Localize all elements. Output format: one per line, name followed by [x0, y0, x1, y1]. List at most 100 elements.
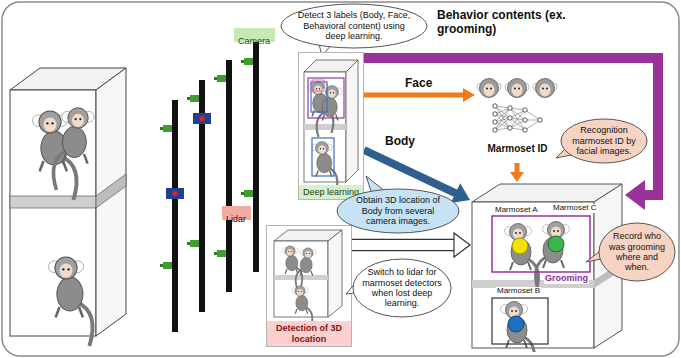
cage-image — [492, 216, 590, 272]
cage-image — [311, 82, 327, 112]
camera-symbol — [241, 192, 244, 195]
camera-symbol — [163, 125, 172, 132]
face-network-image — [546, 88, 548, 90]
cage-image — [505, 224, 539, 293]
camera-symbol — [214, 77, 217, 80]
image-panel: Detection of 3D location — [266, 225, 352, 347]
behavior-arrow-shaft — [364, 58, 658, 195]
body-arrow-shaft — [364, 150, 456, 194]
marmoset-label: Marmoset C — [552, 204, 598, 213]
callout-text: Detect 3 labels (Body, Face, Behavioral … — [295, 10, 413, 41]
lidar-symbol — [199, 116, 204, 121]
callout-shape — [337, 189, 459, 233]
text-box: Camera — [238, 36, 270, 46]
callout-bubble: Detect 3 labels (Body, Face, Behavioral … — [280, 3, 428, 49]
text-box: Marmoset ID — [475, 143, 560, 155]
lidar-symbol — [166, 113, 211, 199]
face-arrow-shaft — [364, 93, 464, 98]
text-box: Lidar — [226, 214, 246, 224]
face-network-image — [538, 118, 542, 122]
cage-image — [346, 60, 358, 182]
face-network-image — [512, 84, 523, 97]
behavior-arrow-head — [625, 180, 645, 210]
edge-label: Face — [404, 76, 433, 90]
edge-label: Body — [384, 134, 416, 148]
id-label: Marmoset ID — [475, 143, 560, 155]
face-arrow-head — [463, 88, 475, 102]
face-network-image — [490, 88, 492, 90]
cage-illustration — [10, 196, 96, 208]
sensor-pole — [226, 60, 232, 292]
face-network-image — [493, 120, 497, 124]
body-arrow-head — [451, 183, 470, 203]
camera-symbol — [160, 127, 163, 130]
text-box: Switch to lidar for marmoset detectors w… — [362, 267, 442, 308]
cage-illustration — [96, 68, 126, 336]
face-network-image — [514, 88, 516, 90]
cage-image — [508, 316, 524, 332]
marmoset-label: Grooming — [544, 274, 589, 284]
sensor-pole — [253, 40, 259, 272]
camera-symbol — [160, 264, 163, 267]
lidar-arrow-outline — [352, 239, 455, 252]
cage-image — [296, 248, 316, 289]
tracking-cage: Marmoset A Marmoset C GroomingMarmoset B — [470, 182, 625, 352]
device-label-text: Lidar — [226, 214, 246, 224]
camera-symbol — [214, 252, 217, 255]
marmoset-label: Marmoset A — [494, 206, 539, 215]
face-network-image — [484, 84, 495, 97]
cage-image — [282, 246, 302, 287]
camera-symbol — [217, 250, 226, 257]
cage-illustration — [48, 257, 92, 346]
face-network-image — [508, 79, 527, 98]
callout-bubble: Switch to lidar for marmoset detectors w… — [352, 258, 452, 318]
face-network-image — [536, 79, 555, 98]
camera-symbol — [190, 95, 199, 102]
face-network-image — [508, 116, 512, 120]
camera-symbol — [190, 240, 199, 247]
panel-caption: Deep learning — [301, 187, 361, 197]
id-arrow-head — [510, 172, 524, 182]
cage-image — [472, 202, 594, 348]
callout-bubble: Recognition marmoset ID by facial images… — [560, 118, 648, 164]
face-network-image — [493, 112, 497, 116]
cage-image — [312, 138, 334, 176]
cage-image — [267, 226, 352, 347]
lidar-symbol — [193, 113, 211, 124]
face-network-image — [480, 79, 499, 98]
callout-shape — [353, 259, 451, 317]
cage-image — [299, 53, 364, 200]
face-recognizer: Marmoset ID — [475, 75, 560, 163]
device-label: Camera — [234, 28, 275, 42]
lidar-symbol — [166, 188, 184, 199]
face-network-image — [542, 88, 544, 90]
camera-symbol — [217, 75, 226, 82]
callout-text: Obtain 3D location of Body from several … — [349, 195, 448, 226]
id-arrow-shaft — [515, 163, 520, 173]
camera-symbol — [160, 58, 253, 269]
camera-symbol — [163, 262, 172, 269]
face-network-image — [493, 104, 497, 108]
callout-bubble: Record who was grooming where and when. — [598, 222, 676, 282]
sensor-pole — [172, 40, 259, 332]
face-network-image — [493, 128, 497, 132]
face-network-image — [523, 128, 527, 132]
device-label: Lidar — [222, 206, 251, 220]
callout-shape — [599, 223, 675, 281]
callout-text: Recognition marmoset ID by facial images… — [569, 125, 639, 156]
cage-image — [512, 238, 528, 254]
face-network-image — [523, 118, 527, 122]
cage-image — [274, 275, 328, 280]
cage-image — [308, 78, 344, 118]
cage-image — [317, 86, 342, 137]
text-box: Record who was grooming where and when. — [606, 231, 668, 272]
text-box: Detection of 3D location — [269, 323, 349, 344]
marmoset-label: Marmoset B — [496, 287, 541, 296]
text-box: Deep learning — [301, 187, 361, 197]
camera-symbol — [244, 58, 253, 65]
id-arrow — [510, 163, 524, 182]
cage-image — [492, 298, 548, 344]
face-network-image — [518, 88, 520, 90]
